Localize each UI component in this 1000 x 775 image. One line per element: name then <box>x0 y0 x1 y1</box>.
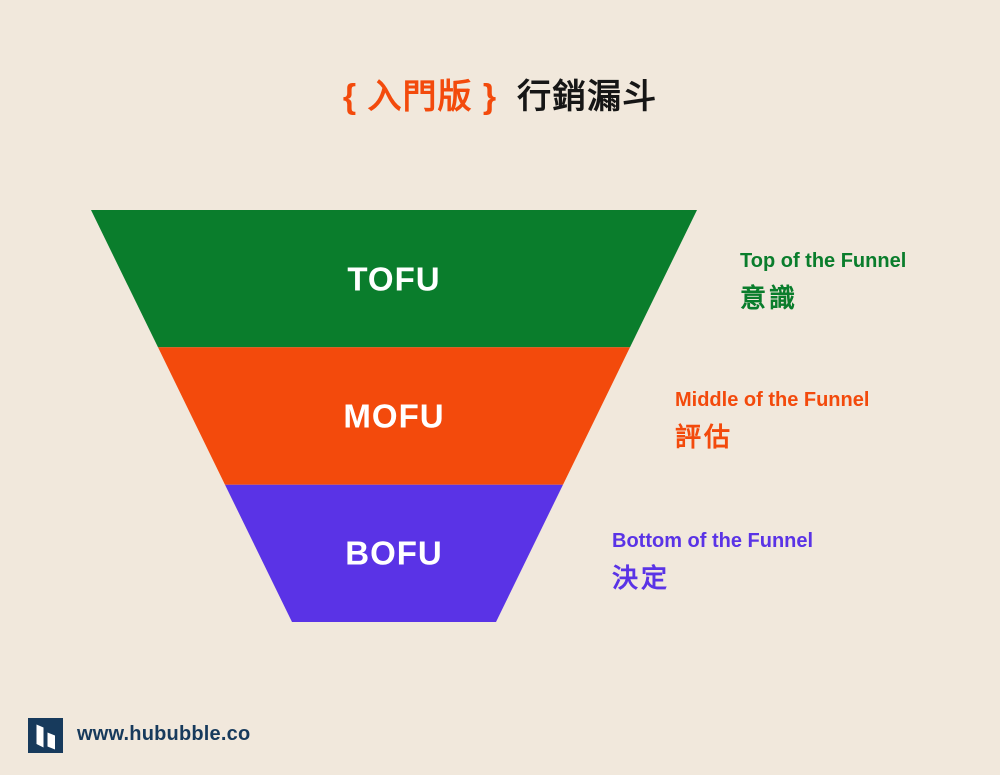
funnel-diagram: TOFU MOFU BOFU <box>91 210 697 622</box>
logo-right-bar <box>47 732 55 750</box>
funnel-stage-mofu-shape <box>158 347 630 485</box>
funnel-stage-bofu-shape <box>225 484 563 622</box>
hububble-logo-icon <box>28 718 63 753</box>
funnel-stage-tofu-shape <box>91 210 697 348</box>
website-url: www.hububble.co <box>77 723 251 745</box>
stage-annotation-tofu-en: Top of the Funnel <box>740 250 907 272</box>
stage-annotation-mofu-en: Middle of the Funnel <box>675 389 870 411</box>
logo-left-bar <box>36 724 44 748</box>
funnel-stage-mofu-label: MOFU <box>343 398 444 435</box>
stage-annotation-tofu: Top of the Funnel 意識 <box>740 249 906 313</box>
logo-square <box>28 718 63 753</box>
funnel-stage-tofu-label: TOFU <box>347 261 440 298</box>
stage-annotation-mofu-zh: 評估 <box>675 422 734 452</box>
stage-annotation-bofu: Bottom of the Funnel 決定 <box>612 529 813 593</box>
title-highlight: { 入門版 } <box>342 78 498 116</box>
stage-annotation-bofu-zh: 決定 <box>612 563 671 593</box>
title-main: 行銷漏斗 <box>517 78 658 116</box>
stage-annotation-bofu-en: Bottom of the Funnel <box>612 530 814 552</box>
page-title: { 入門版 } 行銷漏斗 <box>0 69 1000 118</box>
stage-annotation-tofu-zh: 意識 <box>740 283 799 313</box>
funnel-stage-bofu-label: BOFU <box>345 535 443 572</box>
stage-annotation-mofu: Middle of the Funnel 評估 <box>675 388 869 452</box>
